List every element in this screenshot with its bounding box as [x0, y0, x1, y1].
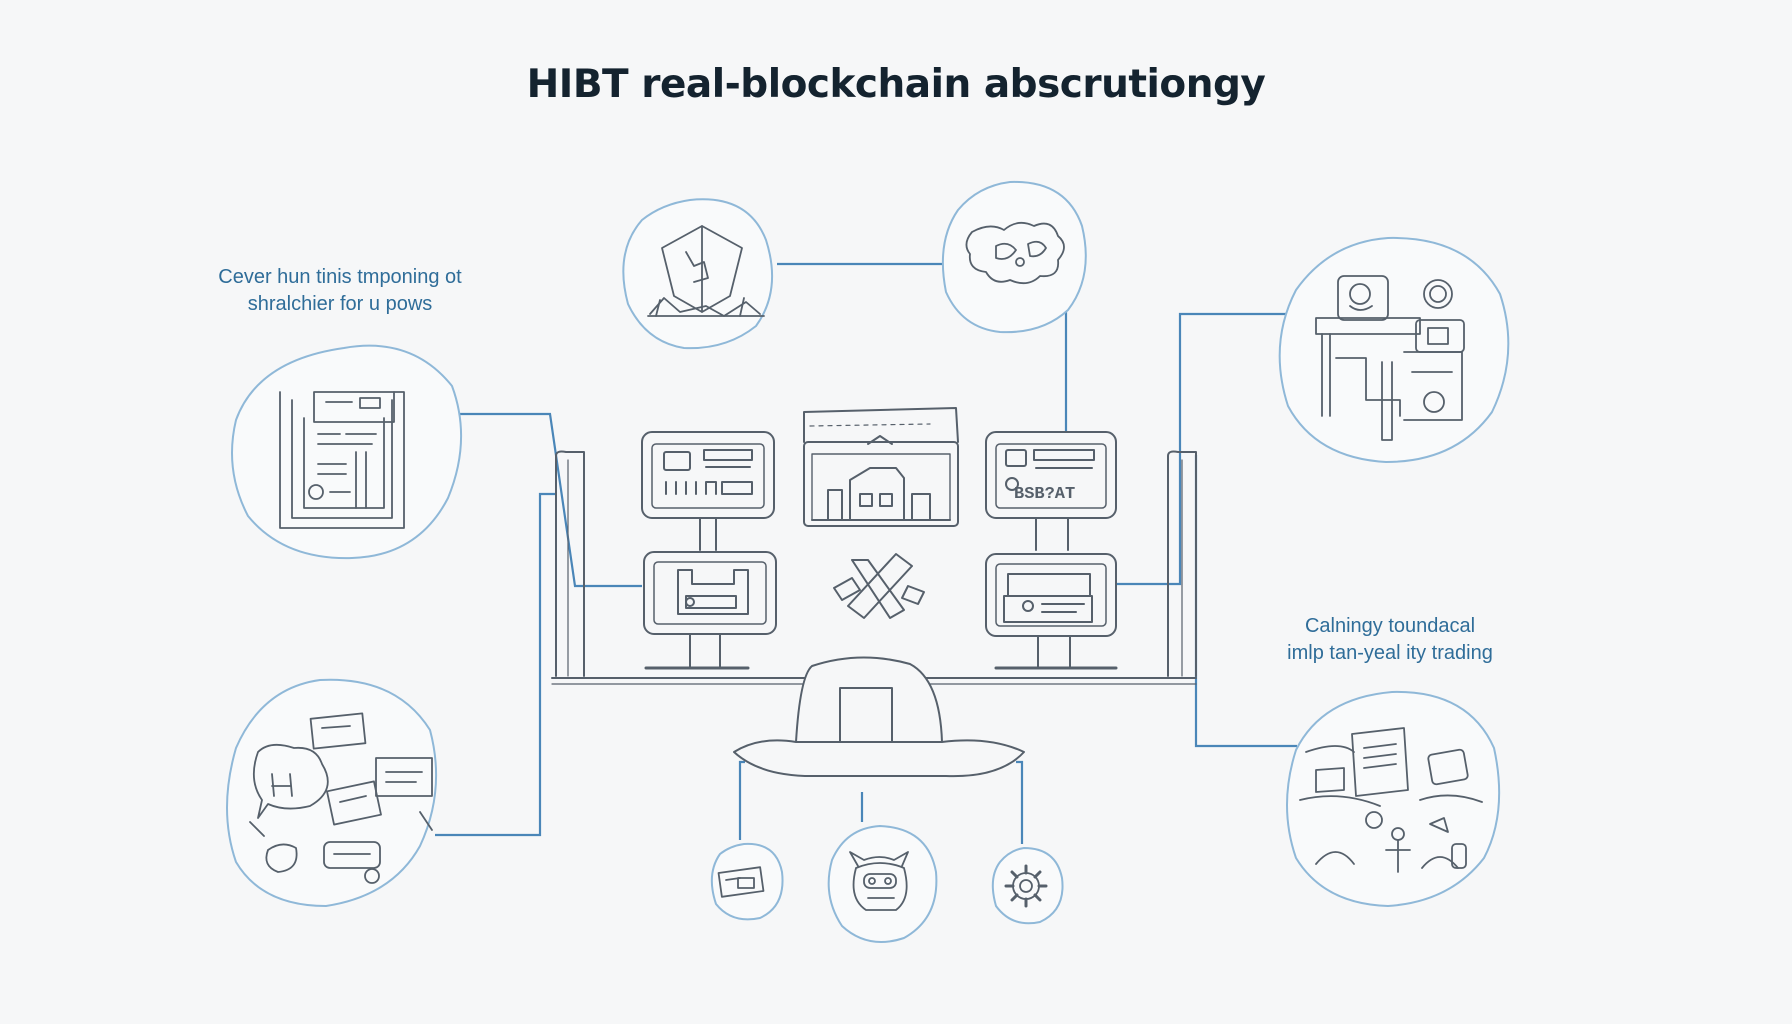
connector-wallet [738, 760, 745, 840]
connector-chat-to-hub [435, 492, 556, 837]
robot-icon [849, 851, 909, 911]
bubble-wallet [710, 842, 784, 921]
shield-icon [647, 225, 765, 317]
bubble-shield [622, 198, 774, 350]
tools-icon [833, 553, 925, 619]
caption-right-line-1: Calningy toundacal [1304, 615, 1476, 637]
connector-document-to-hub [455, 412, 642, 588]
connector-trading-to-hub [1194, 455, 1297, 748]
connector-gear [1016, 760, 1024, 844]
connector-workstation-to-hub [1115, 312, 1290, 586]
monitor-bottom-right [985, 553, 1118, 670]
chair-shape [733, 656, 1025, 778]
monitor-top-center [803, 407, 959, 527]
bubble-gear [991, 846, 1064, 925]
monitor-top-left [641, 431, 775, 551]
caption-right: Calningy toundacal imlp tan-yeal ity tra… [1240, 613, 1540, 667]
caption-left-line-1: Cever hun tinis tmponing ot [218, 266, 462, 288]
wallet-icon [717, 866, 765, 898]
chat-devices-icon [249, 712, 433, 884]
gear-icon [1004, 864, 1048, 908]
monitor-top-right [985, 431, 1117, 551]
right-post [1167, 450, 1197, 677]
bubble-trading-desk [1286, 690, 1501, 908]
trading-desk-icon [1299, 727, 1483, 873]
bubble-workstation [1278, 236, 1510, 464]
workstation-icon [1315, 275, 1465, 441]
caption-right-line-2: imlp tan-yeal ity trading [1287, 642, 1493, 664]
monitor-bottom-left [643, 551, 777, 670]
screen-label: BSB?AT [1014, 485, 1075, 504]
caption-left-line-2: shralchier for u pows [247, 293, 433, 315]
bubble-robot [827, 824, 938, 943]
left-post [555, 450, 585, 677]
bubble-document-stack [231, 344, 463, 560]
connector-lines [435, 262, 1297, 844]
central-hub [551, 407, 1197, 778]
document-stack-icon [279, 391, 405, 529]
bubble-chat-devices [226, 678, 438, 908]
caption-left: Cever hun tinis tmponing ot shralchier f… [190, 264, 490, 318]
world-map-icon [965, 221, 1065, 285]
bubble-world-map [941, 180, 1087, 334]
diagram-title: HIBT real-blockchain abscrutiongy [526, 62, 1266, 107]
